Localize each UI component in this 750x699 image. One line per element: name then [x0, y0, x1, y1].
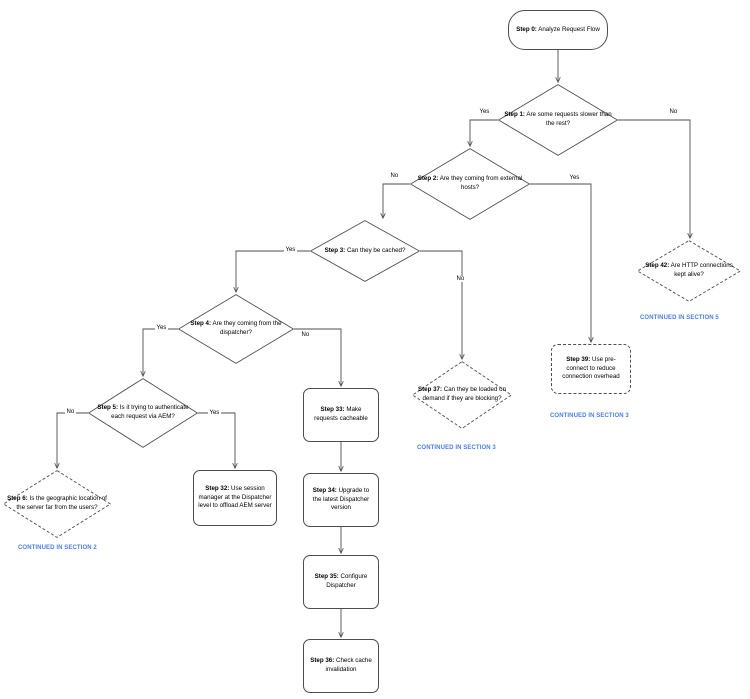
cont-section3-step39[interactable]: CONTINUED IN SECTION 3 [550, 413, 629, 419]
node-step42[interactable]: Step 42: Are HTTP connections kept alive… [637, 240, 741, 302]
node-step6[interactable]: Step 6: Is the geographic location of th… [3, 470, 111, 538]
e-step2-yes [530, 183, 591, 342]
node-step-step2: Step 2: [417, 175, 439, 183]
node-step2[interactable]: Step 2: Are they coming from external ho… [410, 148, 530, 220]
node-step-step36: Step 36: [310, 657, 335, 665]
node-text-step5: Is it trying to authenticate each reques… [111, 404, 189, 420]
node-step-step0: Step 0: [516, 25, 537, 33]
e-step4-yes [143, 328, 178, 376]
node-step-step3: Step 3: [324, 246, 346, 254]
node-text-step4: Are they coming from the dispatcher? [211, 320, 282, 336]
e-step1-yes [470, 119, 498, 146]
l-step1-yes: Yes [478, 109, 491, 115]
diamond-outline-step3 [310, 220, 420, 282]
diamond-outline-step2 [410, 148, 530, 220]
node-label-step33: Step 33: Make requests cacheable [304, 406, 378, 424]
l-step2-yes: Yes [568, 175, 581, 181]
l-step5-yes: Yes [208, 410, 221, 416]
l-step4-no: No [300, 332, 311, 338]
node-label-step2: Step 2: Are they coming from external ho… [410, 175, 530, 193]
node-step-step37: Step 37: [417, 386, 443, 394]
node-step1[interactable]: Step 1: Are some requests slower than th… [498, 84, 618, 156]
node-label-step36: Step 36: Check cache invalidation [304, 657, 378, 675]
e-step5-yes [198, 412, 235, 468]
node-step-step39: Step 39: [566, 355, 591, 363]
e-step2-no [383, 183, 410, 218]
l-step3-yes: Yes [284, 247, 297, 253]
node-label-step5: Step 5: Is it trying to authenticate eac… [88, 404, 198, 422]
node-step5[interactable]: Step 5: Is it trying to authenticate eac… [88, 378, 198, 448]
node-text-step36: Check cache invalidation [325, 657, 372, 673]
node-text-step34: Upgrade to the latest Dispatcher version [312, 486, 370, 512]
node-step36[interactable]: Step 36: Check cache invalidation [303, 639, 379, 693]
node-step39[interactable]: Step 39: Use pre-connect to reduce conne… [551, 344, 631, 394]
diamond-outline-step6 [3, 470, 111, 538]
node-step33[interactable]: Step 33: Make requests cacheable [303, 388, 379, 442]
node-label-step39: Step 39: Use pre-connect to reduce conne… [552, 356, 630, 383]
node-step37[interactable]: Step 37: Can they be loaded on demand if… [412, 361, 512, 429]
node-step35[interactable]: Step 35: Configure Dispatcher [303, 555, 379, 609]
l-step4-yes: Yes [155, 325, 168, 331]
node-text-step6: Is the geographic location of the server… [16, 495, 107, 511]
node-step-step5: Step 5: [97, 404, 119, 412]
node-label-step32: Step 32: Use session manager at the Disp… [194, 485, 276, 512]
node-text-step2: Are they coming from external hosts? [438, 175, 523, 191]
l-step3-no: No [455, 276, 466, 282]
node-step-step6: Step 6: [7, 495, 28, 503]
e-step1-no [618, 119, 690, 238]
node-label-step4: Step 4: Are they coming from the dispatc… [178, 320, 294, 338]
node-text-step33: Make requests cacheable [314, 406, 368, 422]
node-text-step3: Can they be cached? [345, 246, 406, 254]
e-step3-no [420, 250, 462, 359]
node-step34[interactable]: Step 34: Upgrade to the latest Dispatche… [303, 473, 379, 527]
node-text-step42: Are HTTP connections kept alive? [669, 262, 733, 278]
e-step5-no [57, 412, 88, 468]
node-step0[interactable]: Step 0: Analyze Request Flow [508, 10, 608, 50]
diamond-outline-step37 [412, 361, 512, 429]
node-step-step32: Step 32: [205, 484, 230, 492]
node-label-step34: Step 34: Upgrade to the latest Dispatche… [304, 487, 378, 514]
diamond-outline-step4 [178, 294, 294, 364]
l-step1-no: No [668, 109, 679, 115]
node-label-step1: Step 1: Are some requests slower than th… [498, 111, 618, 129]
e-step3-yes [236, 250, 310, 292]
node-label-step42: Step 42: Are HTTP connections kept alive… [637, 262, 741, 280]
diamond-outline-step42 [637, 240, 741, 302]
node-step32[interactable]: Step 32: Use session manager at the Disp… [193, 470, 277, 526]
node-step3[interactable]: Step 3: Can they be cached? [310, 220, 420, 282]
diamond-outline-step5 [88, 378, 198, 448]
cont-section5[interactable]: CONTINUED IN SECTION 5 [640, 315, 719, 321]
node-label-step6: Step 6: Is the geographic location of th… [3, 495, 111, 513]
node-label-step37: Step 37: Can they be loaded on demand if… [412, 386, 512, 404]
node-label-step3: Step 3: Can they be cached? [310, 247, 420, 256]
node-step-step1: Step 1: [504, 111, 525, 119]
cont-section3-step37[interactable]: CONTINUED IN SECTION 3 [417, 445, 496, 451]
l-step2-no: No [389, 173, 400, 179]
node-step-step42: Step 42: [645, 262, 670, 270]
node-text-step39: Use pre-connect to reduce connection ove… [562, 355, 620, 381]
diamond-outline-step1 [498, 84, 618, 156]
node-step4[interactable]: Step 4: Are they coming from the dispatc… [178, 294, 294, 364]
cont-section2[interactable]: CONTINUED IN SECTION 2 [18, 545, 97, 551]
node-label-step35: Step 35: Configure Dispatcher [304, 573, 378, 591]
l-step5-no: No [65, 409, 76, 415]
node-text-step1: Are some requests slower than the rest? [524, 111, 612, 127]
node-step-step33: Step 33: [320, 406, 345, 414]
node-text-step32: Use session manager at the Dispatcher le… [198, 484, 272, 510]
node-step-step34: Step 34: [312, 486, 337, 494]
node-text-step35: Configure Dispatcher [326, 573, 368, 589]
node-label-step0: Step 0: Analyze Request Flow [512, 26, 604, 35]
node-step-step35: Step 35: [314, 573, 339, 581]
node-step-step4: Step 4: [190, 320, 212, 328]
node-text-step0: Analyze Request Flow [536, 25, 600, 33]
node-text-step37: Can they be loaded on demand if they are… [422, 386, 507, 402]
